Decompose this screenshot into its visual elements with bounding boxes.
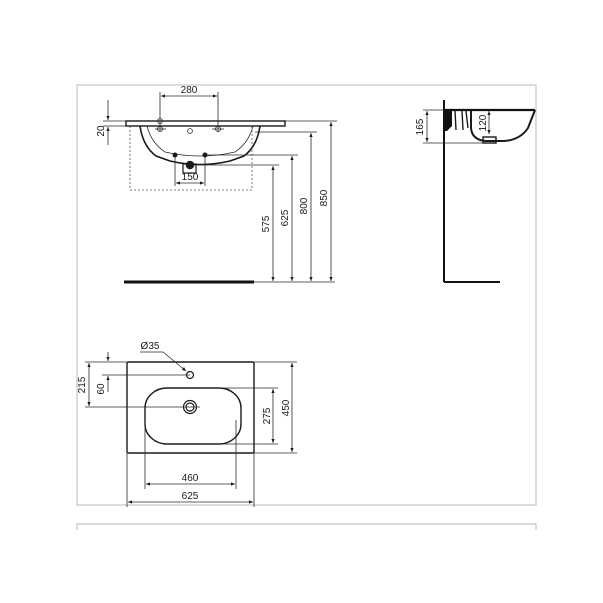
dim-overall-depth: 450 [281,399,292,416]
supply-point-left [172,152,178,158]
top-view: Ø35 60 215 275 450 460 625 [77,341,297,507]
dim-overall-width: 625 [182,491,199,502]
basin-outline-top [126,361,255,454]
basin-bowl-side [470,109,536,142]
dim-waste-height: 575 [261,215,272,232]
dim-rim-thickness: 20 [96,125,107,137]
waste-point [185,160,195,170]
dim-overflow-height: 800 [299,197,310,214]
dim-supply-spacing: 150 [182,172,199,183]
dim-tap-spacing: 280 [181,85,198,96]
dim-bowl-depth-side: 120 [478,114,489,131]
overflow-hole [187,128,193,134]
cabinet-outline [129,126,253,191]
drawing-frame [76,84,537,506]
dim-bowl-depth-top: 275 [262,407,273,424]
countertop [125,120,286,127]
dim-waste-offset: 215 [77,376,88,393]
dim-tap-hole-diameter: Ø35 [141,341,160,352]
bowl-outline-top [144,387,242,445]
dim-bowl-width: 460 [182,473,199,484]
front-view: 280 20 150 575 625 800 850 [96,85,337,284]
dim-tap-hole-offset: 60 [96,383,107,395]
dim-supply-height: 625 [280,209,291,226]
basin-bowl-front [139,125,261,166]
lower-panel-border [76,523,537,530]
dim-basin-depth: 165 [415,118,426,135]
side-view: 165 120 [415,100,536,283]
dim-rim-height: 850 [319,189,330,206]
